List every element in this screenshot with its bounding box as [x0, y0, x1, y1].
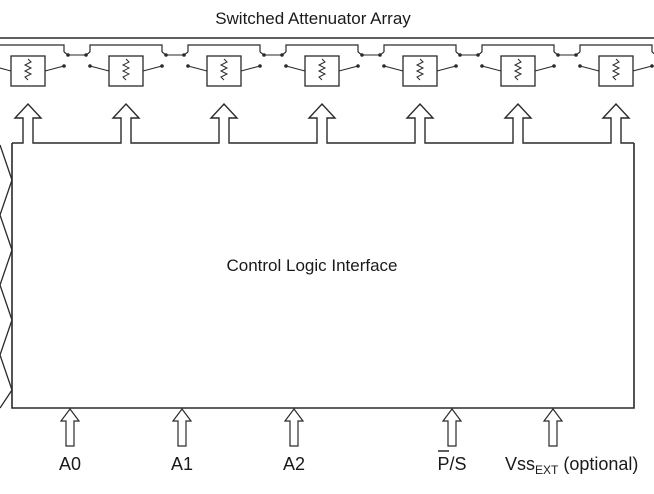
pin-label-ps: P/S: [437, 454, 466, 474]
attenuator-box: [500, 55, 536, 87]
switch-throw: [281, 51, 287, 56]
bypass-path: [89, 44, 163, 52]
pin-label-a1: A1: [171, 454, 193, 474]
bypass-path: [285, 44, 359, 52]
input-arrow-3: [441, 408, 463, 447]
switch-left: [285, 65, 306, 72]
input-arrow-2: [283, 408, 305, 447]
diagram-title: Switched Attenuator Array: [215, 9, 411, 28]
resistor-icon: [317, 58, 327, 81]
attenuator-stage: [476, 44, 576, 87]
control-arrows: [12, 102, 634, 144]
resistor-icon: [415, 58, 425, 81]
attenuator-box: [598, 55, 634, 87]
switch-left: [481, 65, 502, 72]
switch-throw: [183, 51, 189, 56]
switch-right: [240, 65, 261, 72]
switch-right: [338, 65, 359, 72]
resistor-icon: [611, 58, 621, 81]
switch-node: [88, 64, 92, 68]
switch-node: [284, 64, 288, 68]
attenuator-box: [206, 55, 242, 87]
switch-left: [383, 65, 404, 72]
control-logic-label: Control Logic Interface: [226, 256, 397, 275]
switch-node: [578, 64, 582, 68]
switch-left: [89, 65, 110, 72]
switch-node: [552, 64, 556, 68]
switch-node: [258, 64, 262, 68]
serial-zigzag-lines: [0, 144, 13, 409]
input-arrow-1: [171, 408, 193, 447]
vss-subscript: EXT: [535, 463, 559, 477]
pin-label-a0: A0: [59, 454, 81, 474]
resistor-icon: [219, 58, 229, 81]
switch-right: [44, 65, 65, 72]
switch-throw: [85, 51, 91, 56]
switch-throw: [575, 51, 581, 56]
input-pin-arrows: [59, 408, 564, 447]
attenuator-stages: [0, 44, 654, 87]
switch-throw: [63, 51, 69, 56]
switch-node: [186, 64, 190, 68]
switch-throw: [379, 51, 385, 56]
bypass-path: [481, 44, 555, 52]
switch-throw: [161, 51, 167, 56]
attenuator-box: [304, 55, 340, 87]
switch-node: [356, 64, 360, 68]
attenuator-stage: [574, 44, 654, 87]
switch-throw: [553, 51, 559, 56]
switch-node: [454, 64, 458, 68]
attenuator-stage: [280, 44, 380, 87]
switch-throw: [455, 51, 461, 56]
switch-left: [0, 67, 12, 72]
control-logic-box: [11, 143, 635, 409]
switch-left: [579, 65, 600, 72]
attenuator-stage: [378, 44, 478, 87]
switch-right: [436, 65, 457, 72]
attenuator-box: [402, 55, 438, 87]
bypass-path: [579, 44, 653, 52]
resistor-icon: [513, 58, 523, 81]
attenuator-stage: [84, 44, 184, 87]
input-arrow-0: [59, 408, 81, 447]
switch-throw: [259, 51, 265, 56]
vss-suffix: (optional): [558, 454, 638, 474]
control-arrow-outline: [12, 102, 634, 144]
switch-node: [62, 64, 66, 68]
switch-throw: [357, 51, 363, 56]
bypass-path: [0, 44, 65, 52]
attenuator-stage: [0, 44, 86, 87]
bypass-path: [187, 44, 261, 52]
switch-right: [142, 65, 163, 72]
switch-node: [382, 64, 386, 68]
pin-label-a2: A2: [283, 454, 305, 474]
switch-right: [632, 65, 653, 72]
resistor-icon: [121, 58, 131, 81]
switch-throw: [477, 51, 483, 56]
switch-right: [534, 65, 555, 72]
switch-node: [160, 64, 164, 68]
switch-node: [480, 64, 484, 68]
pin-label-vss: VssEXT (optional): [505, 454, 638, 477]
switch-throw: [651, 51, 654, 55]
bypass-path: [383, 44, 457, 52]
switch-node: [650, 64, 654, 68]
input-arrow-4: [542, 408, 564, 447]
switch-left: [187, 65, 208, 72]
attenuator-box: [10, 55, 46, 87]
attenuator-stage: [182, 44, 282, 87]
resistor-icon: [23, 58, 33, 81]
vss-main: Vss: [505, 454, 535, 474]
attenuator-box: [108, 55, 144, 87]
